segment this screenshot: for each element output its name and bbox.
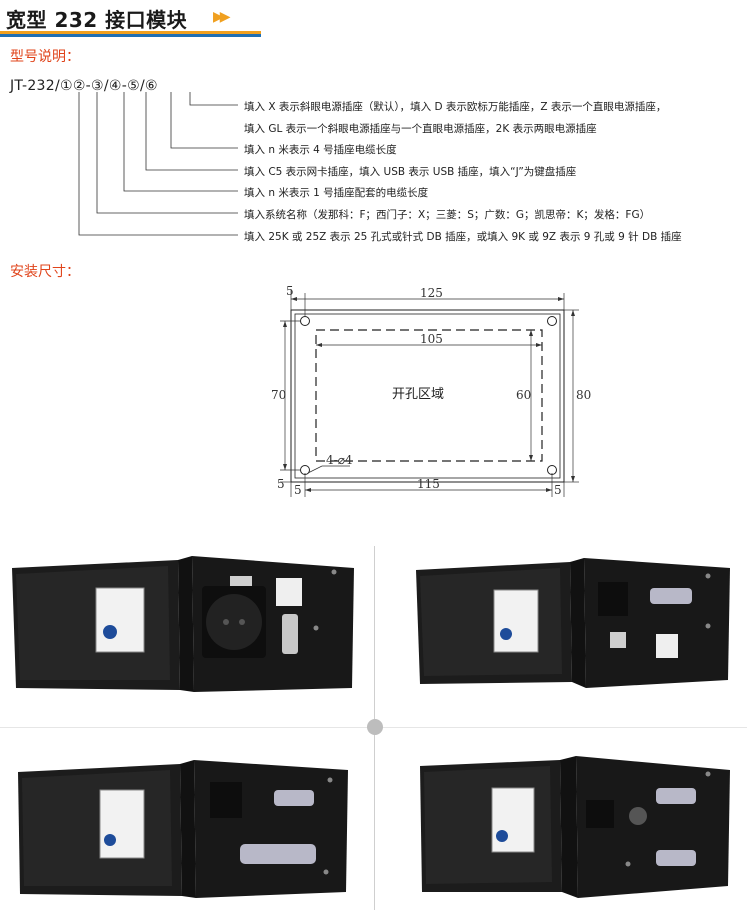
install-dimension-drawing: 5 125 105 70 80 60 开孔区域 4-⌀4 5 5 115 5 (271, 284, 591, 497)
desc-line-2: 填入系统名称（发那科：F；西门子：X；三菱：S；广数：G；凯思帝：K；发格：FG… (244, 209, 651, 221)
cutout-area-outline (315, 329, 543, 462)
module-photo-power-db9-usb-rj45 (416, 558, 730, 688)
install-heading: 安装尺寸： (10, 264, 80, 280)
dim-corner-bottom-right: 5 (554, 483, 562, 497)
double-right-arrow-icon: ▶▶ (213, 9, 230, 25)
desc-line-5: 填入 n 米表示 4 号插座电缆长度 (244, 144, 397, 156)
dim-inner-width: 105 (420, 332, 443, 346)
dim-corner-bottom-left: 5 (294, 483, 302, 497)
dim-corner-side: 5 (277, 477, 285, 491)
mount-hole (547, 316, 557, 326)
module-photo-power-db9-db25 (18, 760, 348, 898)
dim-corner-top: 5 (286, 284, 294, 298)
separator-dot (367, 719, 383, 735)
dim-left-height: 70 (271, 388, 286, 402)
leader-lines (78, 92, 238, 236)
title-underline-blue (0, 34, 261, 37)
desc-line-1: 填入 25K 或 25Z 表示 25 孔式或针式 DB 插座，或填入 9K 或 … (244, 231, 682, 243)
module-photo-schuko-usb-rj45-db9 (12, 556, 354, 692)
dim-inner-height: 60 (516, 388, 531, 402)
outer-plate-outline (290, 309, 565, 483)
title-underline-orange (0, 31, 261, 34)
desc-line-6a: 填入 X 表示斜眼电源插座（默认），填入 D 表示欧标万能插座，Z 表示一个直眼… (244, 101, 667, 113)
desc-line-3: 填入 n 米表示 1 号插座配套的电缆长度 (244, 187, 429, 199)
model-code: JT-232/①②-③/④-⑤/⑥ (10, 78, 158, 94)
dim-right-height: 80 (576, 388, 591, 402)
page-title: 宽型 232 接口模块 (6, 8, 188, 32)
model-heading: 型号说明： (10, 49, 80, 65)
module-photo-rj45-ps2-db9-db9 (420, 756, 730, 898)
dim-bottom-width: 115 (417, 477, 440, 491)
dim-holes: 4-⌀4 (326, 453, 353, 467)
cutout-area-label: 开孔区域 (392, 387, 444, 402)
desc-line-4: 填入 C5 表示网卡插座，填入 USB 表示 USB 插座，填入“J”为键盘插座 (244, 166, 577, 178)
dim-top-width: 125 (420, 286, 443, 300)
desc-line-6b: 填入 GL 表示一个斜眼电源插座与一个直眼电源插座，2K 表示两眼电源插座 (244, 123, 597, 135)
mount-hole (300, 316, 310, 326)
title-bar: 宽型 232 接口模块 ▶▶ (0, 0, 261, 37)
